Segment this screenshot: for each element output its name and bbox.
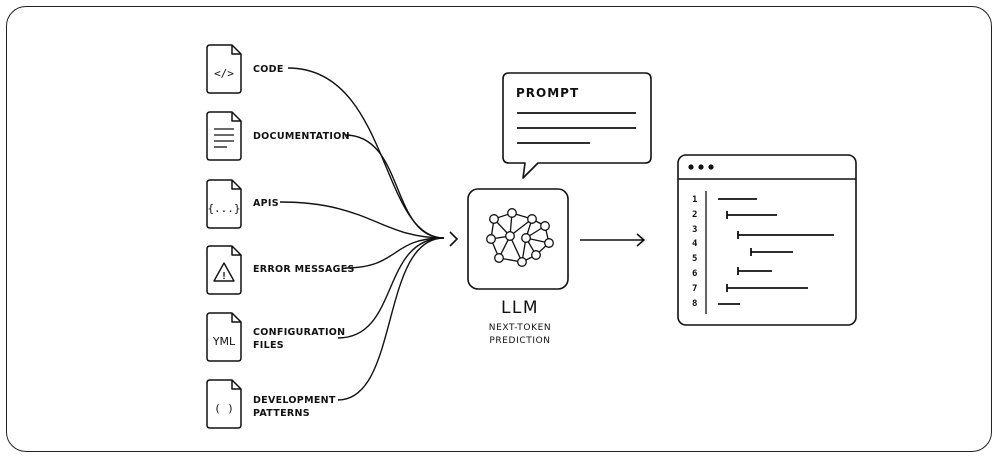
prompt-bubble (502, 72, 652, 179)
api-file-icon: {...} (206, 179, 242, 229)
window-dot-icon (698, 164, 704, 170)
input-label-configuration-files: CONFIGURATION FILES (253, 326, 345, 352)
code-line-5 (737, 267, 772, 275)
prompt-title: PROMPT (516, 86, 580, 100)
svg-text:( ): ( ) (214, 402, 234, 415)
input-label-documentation: DOCUMENTATION (253, 130, 350, 143)
input-label-apis: APIS (253, 197, 279, 210)
code-editor-window (677, 154, 857, 326)
input-label-line: DEVELOPMENT (253, 395, 336, 406)
neural-network-icon (486, 208, 554, 267)
line-number: 1 (692, 195, 698, 205)
svg-text:{...}: {...} (207, 202, 240, 215)
input-arrow-head (449, 231, 459, 247)
line-number: 6 (692, 269, 698, 279)
code-file-icon: </> (206, 44, 242, 94)
code-line-4 (750, 248, 793, 256)
llm-title: LLM (500, 298, 540, 318)
line-number: 2 (692, 210, 698, 220)
line-number: 8 (692, 299, 698, 309)
input-label-line: CODE (253, 64, 284, 75)
code-line-2 (726, 211, 777, 219)
input-label-line: ERROR MESSAGES (253, 264, 355, 275)
code-line-6 (726, 284, 808, 292)
llm-box (467, 188, 569, 290)
window-dot-icon (708, 164, 714, 170)
input-label-line: CONFIGURATION (253, 327, 346, 338)
yml-file-icon: YML (206, 312, 242, 362)
line-number: 4 (692, 239, 698, 249)
input-label-error-messages: ERROR MESSAGES (253, 263, 355, 276)
warning-file-icon: ! (206, 245, 242, 295)
document-file-icon (206, 111, 242, 161)
llm-subtitle-line: PREDICTION (489, 336, 551, 346)
svg-text:</>: </> (214, 67, 234, 80)
flow-curve-code (287, 67, 445, 239)
input-label-line: PATTERNS (253, 408, 310, 419)
input-label-code: CODE (253, 63, 284, 76)
llm-subtitle-line: NEXT-TOKEN (488, 323, 552, 333)
line-number: 5 (692, 254, 698, 264)
flow-curve-development (337, 237, 445, 401)
input-label-line: DOCUMENTATION (253, 131, 350, 142)
flow-curve-error-messages (344, 237, 445, 269)
window-dot-icon (688, 164, 694, 170)
llm-subtitle: NEXT-TOKEN PREDICTION (460, 322, 580, 348)
flow-curve-documentation (344, 134, 445, 239)
flow-curve-configuration (337, 237, 445, 339)
patterns-file-icon: ( ) (206, 379, 242, 429)
input-label-line: FILES (253, 340, 284, 351)
code-line-3 (737, 231, 834, 239)
line-number: 3 (692, 225, 698, 235)
flow-curve-apis (279, 201, 445, 239)
input-label-development-patterns: DEVELOPMENT PATTERNS (253, 394, 336, 420)
svg-text:YML: YML (212, 335, 236, 348)
line-number: 7 (692, 284, 698, 294)
input-label-line: APIS (253, 198, 279, 209)
svg-text:!: ! (221, 271, 227, 282)
code-lines (718, 198, 834, 305)
output-arrow-head (636, 233, 646, 247)
